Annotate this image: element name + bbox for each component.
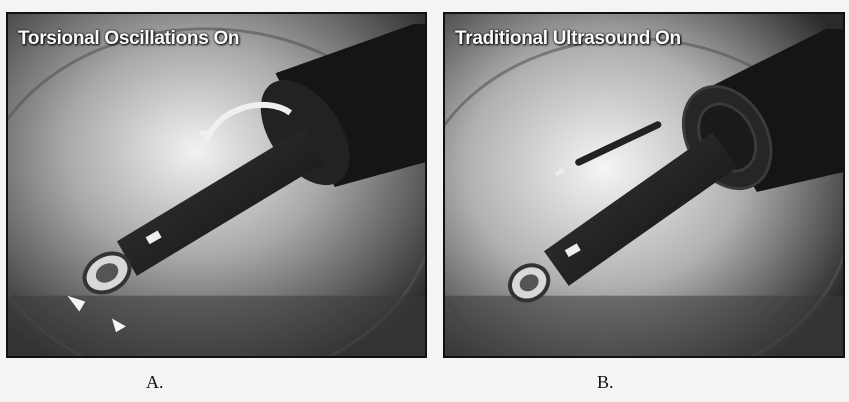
ultrasound-overlay-label: Traditional Ultrasound On (455, 28, 681, 50)
caption-b: B. (597, 372, 614, 393)
torsional-photo-panel: Torsional Oscillations On (6, 12, 427, 358)
caption-a: A. (146, 372, 164, 393)
ultrasound-photo-panel: Traditional Ultrasound On (443, 12, 845, 358)
rotation-arrow-icon (8, 14, 425, 356)
vibration-line-icon (445, 14, 843, 356)
torsional-overlay-label: Torsional Oscillations On (18, 28, 239, 50)
